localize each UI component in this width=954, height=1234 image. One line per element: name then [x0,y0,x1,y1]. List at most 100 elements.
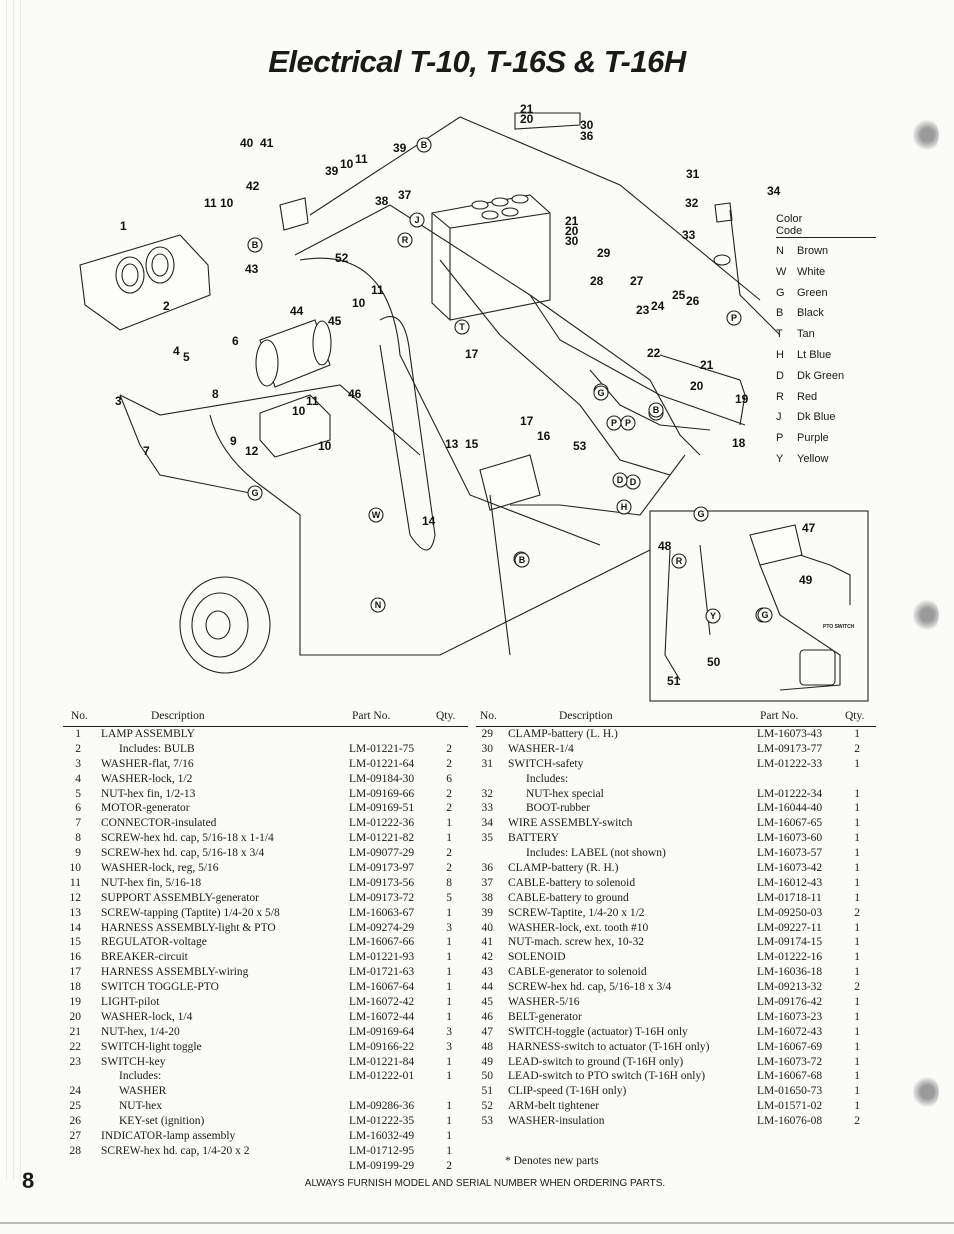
part-quantity: 5 [446,891,452,904]
part-quantity: 2 [854,1115,860,1128]
part-item-number: 23 [69,1055,82,1068]
part-quantity: 1 [854,757,860,770]
header-part-no: Part No. [760,710,799,722]
diagram-artwork [79,112,869,702]
callout-number: 30 [580,118,594,132]
page-number: 8 [22,1168,35,1193]
part-number: LM-16073-57 [757,847,823,860]
callout-number: 24 [651,299,665,313]
callout-number: 26 [686,294,700,308]
table-header: No. Description Part No. Qty. [63,708,468,727]
color-code-name: Black [797,307,824,320]
wire-code-letter: T [459,322,465,332]
part-item-number: 4 [75,772,81,785]
part-quantity: 2 [446,802,452,815]
callout-number: 18 [732,436,746,450]
page-bottom-rule [0,1222,954,1224]
callout-number: 30 [565,234,579,248]
part-number: LM-16067-69 [757,1040,823,1053]
punch-hole [913,118,939,152]
part-item-number: 35 [481,832,494,845]
wire-code-letter: G [597,388,604,398]
part-description: INDICATOR-lamp assembly [101,1130,236,1143]
part-quantity: 1 [854,891,860,904]
part-number: LM-09213-32 [757,981,823,994]
part-item-number: 5 [75,787,81,800]
part-number: LM-01222-33 [757,757,823,770]
wire-code-letter: B [653,405,660,415]
part-item-number: 19 [69,996,82,1009]
part-description: NUT-hex [119,1100,163,1113]
callout-number: 11 [306,394,319,408]
callout-number: 21 [700,358,714,372]
color-code-letter: P [776,432,784,445]
header-description: Description [151,710,205,722]
part-item-number: 34 [481,817,494,830]
callout-number: 41 [260,136,274,150]
wire-code-letter: G [251,488,258,498]
part-item-number: 33 [481,802,494,815]
part-description: SWITCH-safety [508,757,584,770]
part-number: LM-09173-56 [349,876,415,889]
part-quantity: 1 [854,996,860,1009]
callout-number: 52 [335,251,349,265]
header-no: No. [71,710,88,722]
part-number: LM-16073-43 [757,728,823,740]
part-quantity: 1 [854,832,860,845]
callout-number: 29 [597,246,611,260]
color-code-letter: J [776,411,782,424]
part-number: LM-16067-64 [349,981,415,994]
part-number: LM-16036-18 [757,966,823,979]
callout-number: 5 [183,350,190,364]
part-description: LEAD-switch to PTO switch (T-16H only) [508,1070,706,1083]
color-code-subtitle: Code [776,225,876,238]
wire-code-marker: B [514,552,530,568]
part-quantity: 1 [854,862,860,875]
part-description: SOLENOID [508,951,566,964]
part-number: LM-09173-97 [349,862,415,875]
wire-code-letter: P [625,418,631,428]
part-item-number: 3 [75,757,81,770]
part-number: LM-16012-43 [757,876,823,889]
part-item-number: 41 [481,936,494,949]
callout-number: 11 [371,283,384,297]
part-number: LM-01650-73 [757,1085,823,1098]
callout-number: 42 [246,179,260,193]
part-description: Includes: BULB [119,742,195,755]
callout-number: 34 [767,184,781,198]
callout-number: 47 [802,521,816,535]
callout-number: 31 [686,167,700,181]
color-code-name: Dk Blue [797,411,836,424]
part-number: LM-16072-44 [349,1010,415,1023]
part-number: LM-16073-72 [757,1055,823,1068]
part-description: ARM-belt tightener [508,1100,600,1113]
color-code-name: Green [797,286,828,299]
wire-code-letter: G [761,610,768,620]
wire-code-letter: Y [710,611,716,621]
wire-code-marker: D [612,472,628,488]
part-quantity: 3 [446,921,452,934]
callout-number: 53 [573,439,587,453]
wire-code-marker: N [370,597,386,613]
part-number: LM-01221-93 [349,951,415,964]
part-quantity: 1 [854,921,860,934]
part-quantity: 1 [854,1085,860,1098]
callout-number: 15 [465,437,479,451]
callout-number: 33 [682,228,696,242]
wire-code-letter: R [402,235,409,245]
part-number: LM-09176-42 [757,996,823,1009]
part-description: WASHER-lock, ext. tooth #10 [508,921,649,934]
part-quantity: 1 [854,802,860,815]
